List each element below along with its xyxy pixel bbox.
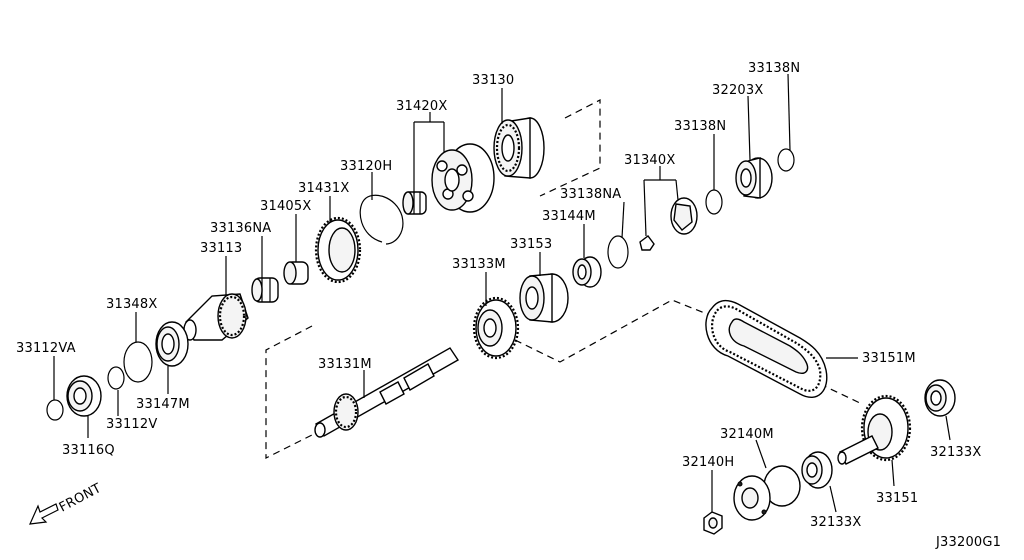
part-33151m-drawing [705,299,828,398]
part-31348x-drawing [123,341,153,383]
label-33130: 33130 [472,73,514,88]
part-33116q-drawing [66,375,102,417]
part-33130-drawing [493,117,545,179]
label-33116q: 33116Q [62,443,115,458]
part-32140m-drawing [733,465,801,521]
label-31340x: 31340X [624,153,675,168]
label-31431x: 31431X [298,181,349,196]
label-33138n-mid: 33138N [674,119,726,134]
part-31405x-drawing [283,261,309,285]
diagram-code: J33200G1 [935,535,1001,550]
part-33112va-drawing [46,399,64,421]
label-32133x-right: 32133X [930,445,981,460]
part-32140h-drawing [703,511,723,535]
part-32133x-right-drawing [924,379,956,417]
front-arrow-icon [29,503,59,525]
label-33147m: 33147M [136,397,190,412]
part-33136na-drawing [251,277,279,303]
part-33113-drawing [183,293,249,341]
part-33138na-drawing [607,235,629,269]
label-33151m: 33151M [862,351,916,366]
part-33112v-drawing [107,366,125,390]
part-31431x-drawing [314,216,362,284]
label-32203x: 32203X [712,83,763,98]
label-33133m: 33133M [452,257,506,272]
part-33151-drawing [837,394,912,465]
label-33136na: 33136NA [210,221,271,236]
dashed-reference-lines [265,99,863,459]
part-33138n-top-drawing [777,148,795,172]
leader-lines [53,73,951,513]
label-32140m: 32140M [720,427,774,442]
part-33144m-drawing [572,256,602,288]
label-32140h: 32140H [682,455,734,470]
part-33138n-mid-drawing [705,189,723,215]
label-33120h: 33120H [340,159,392,174]
label-33131m: 33131M [318,357,372,372]
label-33138na: 33138NA [560,187,621,202]
front-indicator: FRONT [29,481,104,525]
part-33153-drawing [519,273,569,323]
label-33144m: 33144M [542,209,596,224]
label-33138n-top: 33138N [748,61,800,76]
part-31420x-bearing-drawing [402,191,427,215]
part-33147m-drawing [155,321,189,367]
part-33120h-drawing [359,194,404,245]
label-33151: 33151 [876,491,918,506]
label-33112va: 33112VA [16,341,76,356]
part-32203x-drawing [735,157,773,199]
front-label: FRONT [57,481,104,516]
label-31420x: 31420X [396,99,447,114]
label-32133x-bottom: 32133X [810,515,861,530]
part-33133m-drawing [472,296,520,360]
label-33153: 33153 [510,237,552,252]
label-33113: 33113 [200,241,242,256]
part-31340x-drawing [639,197,698,251]
part-labels: 33130 31420X 33138N 32203X 33138N 31340X… [16,61,981,530]
part-33131m-drawing [314,347,459,438]
label-31405x: 31405X [260,199,311,214]
part-31420x-drawing [431,143,495,213]
label-31348x: 31348X [106,297,157,312]
part-32133x-bottom-drawing [801,451,833,489]
label-33112v: 33112V [106,417,157,432]
